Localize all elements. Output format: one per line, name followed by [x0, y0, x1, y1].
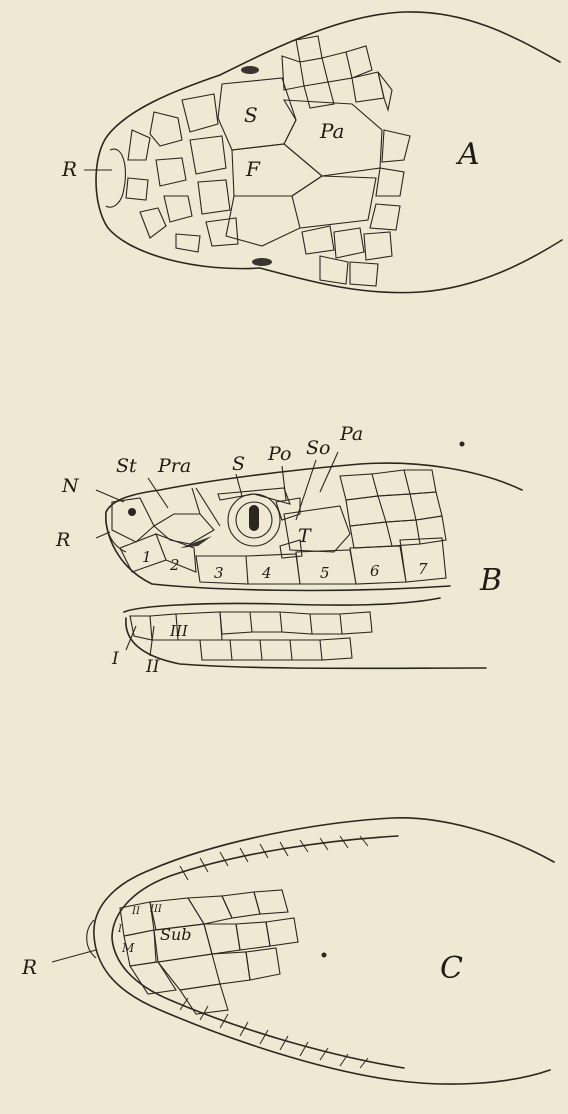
panel-a-letter: A: [455, 137, 480, 172]
panel-b-dot: [460, 442, 465, 447]
panel-a-label-rostral: R: [61, 157, 77, 181]
panel-c-label-lower-labial-2: II: [131, 906, 141, 917]
panel-b-lower-labials: [130, 612, 372, 660]
panel-a-label-supraocular: S: [244, 103, 258, 127]
panel-b-label-upper-labial-7: 7: [418, 560, 428, 578]
panel-b-label-supranasal: St: [116, 455, 137, 477]
panel-a-rostral-scale: [106, 149, 125, 207]
panel-c-mandible-hatching: [180, 836, 368, 1068]
panel-b-label-lower-labial-2: II: [145, 657, 160, 677]
panel-a-label-parietal: Pa: [319, 119, 344, 143]
panel-b-nostril: [128, 508, 136, 516]
panel-b-label-preocular: Pra: [157, 455, 191, 477]
panel-b-letter: B: [479, 563, 502, 598]
panel-c-head-outline: [94, 818, 554, 1084]
panel-c-chin-shields: [120, 890, 298, 1014]
panel-b-label-parietal: Pa: [339, 423, 363, 445]
panel-b-label-upper-labial-1: 1: [142, 548, 152, 566]
panel-c-letter: C: [440, 951, 463, 986]
panel-b-temporal-scale: [284, 506, 350, 552]
panel-b-label-upper-labial-5: 5: [320, 564, 330, 582]
panel-b-label-supraocular: S: [232, 453, 245, 475]
panel-b-label-postocular: Po: [267, 443, 291, 465]
panel-a-label-frontal: F: [245, 157, 261, 181]
panel-b-label-lower-labial-1: I: [111, 649, 119, 669]
panel-c-ventral-view: R M Sub I II III C: [21, 818, 554, 1084]
panel-b-label-temporal: T: [298, 525, 312, 547]
panel-b-label-lower-labial-3: III: [169, 622, 189, 640]
panel-b-label-upper-labial-2: 2: [169, 556, 180, 574]
panel-a-eye-top: [241, 66, 259, 74]
panel-c-label-lower-labial-3: III: [149, 904, 163, 915]
panel-a-eye-bottom: [252, 258, 272, 266]
panel-c-label-rostral: R: [21, 955, 37, 979]
panel-c-dot: [322, 953, 327, 958]
panel-b-label-upper-labial-4: 4: [261, 564, 272, 582]
panel-b-upper-labials: [120, 534, 446, 584]
panel-b-label-rostral: R: [55, 529, 70, 551]
panel-c-label-sublingual: Sub: [160, 925, 192, 944]
panel-b-label-upper-labial-6: 6: [370, 562, 380, 580]
panel-b-label-subocular: So: [306, 437, 330, 459]
panel-b-pit-organ: [180, 536, 212, 548]
panel-b-label-nasal: N: [61, 475, 80, 497]
panel-a-dorsal-view: R S Pa F A: [61, 12, 562, 293]
panel-b-nasal-scale: [112, 498, 154, 542]
panel-b-lateral-view: N R St Pra S Po So Pa T 1 2 3 4 5 6 7 I …: [55, 423, 522, 677]
panel-b-pupil: [249, 505, 259, 531]
panel-b-upper-jaw-outline: [106, 463, 522, 590]
panel-b-label-upper-labial-3: 3: [214, 564, 224, 582]
panel-c-label-mental: M: [121, 941, 135, 955]
